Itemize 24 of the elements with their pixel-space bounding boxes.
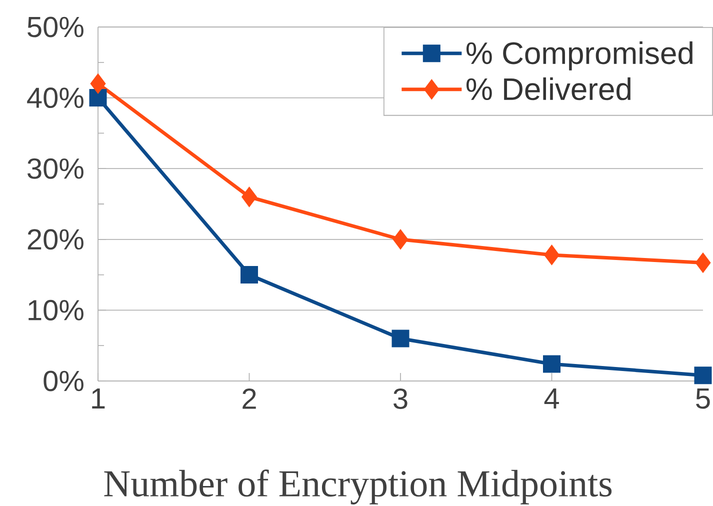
y-tick-label: 10% bbox=[28, 300, 84, 320]
x-tick-label: 5 bbox=[696, 388, 710, 409]
point bbox=[240, 266, 258, 284]
point bbox=[242, 188, 257, 206]
legend-label: % Delivered bbox=[466, 77, 630, 100]
point bbox=[90, 74, 106, 93]
x-tick-label: 2 bbox=[242, 388, 256, 409]
x-tick-label: 3 bbox=[394, 388, 408, 410]
legend-label: % Compromised bbox=[466, 41, 692, 70]
point bbox=[392, 330, 410, 348]
y-tick-label: 0% bbox=[44, 370, 84, 392]
y-tick-label: 30% bbox=[28, 158, 84, 179]
point bbox=[544, 246, 560, 264]
y-tick-label: 50% bbox=[28, 16, 84, 38]
line-chart: 1 2 3 4 5 0% 10% 20% 30% 40% 50% % Compromised % Delivered bbox=[27, 16, 713, 410]
x-tick-label: 4 bbox=[544, 388, 559, 408]
axis-title: Number of Encryption Midpoints bbox=[104, 470, 612, 504]
point bbox=[543, 355, 560, 373]
point bbox=[393, 230, 408, 249]
point bbox=[694, 366, 712, 384]
y-tick-label: 20% bbox=[28, 229, 84, 250]
y-tick-label: 40% bbox=[27, 88, 84, 108]
point bbox=[89, 89, 107, 107]
x-tick-label: 1 bbox=[92, 388, 105, 408]
